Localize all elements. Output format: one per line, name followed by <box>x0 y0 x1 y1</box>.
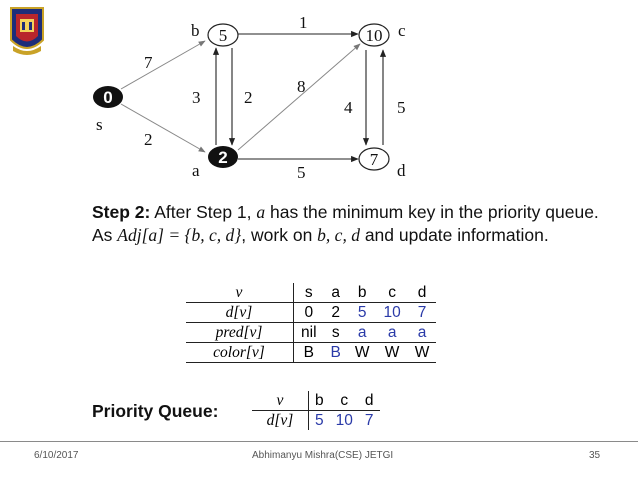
pq-header-row: v b c d <box>252 391 380 411</box>
node-c-label: c <box>398 21 406 40</box>
node-s-key: 0 <box>103 88 112 107</box>
table-column-header: d <box>417 284 427 301</box>
node-d: 7 d <box>358 147 406 180</box>
table-bottom-rule <box>186 362 437 363</box>
pq-row-label: d[v] <box>252 410 309 430</box>
node-d-key: 7 <box>370 150 379 169</box>
table-column-header: b <box>357 284 367 301</box>
edge-weight-b-a: 2 <box>244 88 253 107</box>
table-row-distance: d[v] 0 2 5 10 7 <box>186 302 437 323</box>
node-a-label: a <box>192 161 200 180</box>
step-label: Step 2: <box>92 202 151 222</box>
row-label: d[v] <box>186 302 294 323</box>
table-cell: a <box>407 322 437 343</box>
institute-logo-icon <box>10 7 44 55</box>
edge-a-c <box>237 43 361 151</box>
table-cell: B <box>292 342 324 363</box>
table-cell: 7 <box>407 302 437 323</box>
node-a: 2 a <box>192 146 238 180</box>
table-cell: W <box>347 342 377 363</box>
vertex-info-table: v s a b c d d[v] 0 2 5 10 7 pred[v] nil … <box>186 283 437 363</box>
table-cell: W <box>407 342 437 363</box>
edge-s-a <box>120 103 206 153</box>
table-column-header: c <box>388 284 396 301</box>
node-b: 5 b <box>191 21 239 47</box>
pq-header-label: v <box>276 392 284 409</box>
footer-date: 6/10/2017 <box>34 450 79 461</box>
table-cell: 2 <box>323 302 348 323</box>
edge-s-b <box>120 40 206 90</box>
table-column-header: s <box>292 283 324 303</box>
pq-cell: 7 <box>358 410 380 430</box>
table-cell: a <box>347 322 377 343</box>
pq-column-header: c <box>340 392 349 409</box>
edge-weight-b-c: 1 <box>299 13 308 32</box>
step-vars-bcd: b, c, d <box>317 225 360 245</box>
table-cell: W <box>376 342 408 363</box>
footer-divider <box>0 441 638 442</box>
edge-weight-a-b: 3 <box>192 88 201 107</box>
step-text-3: , work on <box>241 225 318 245</box>
step-text-4: and update information. <box>359 225 549 245</box>
step-text-2: has the minimum key in the priority queu… <box>92 202 599 245</box>
step-text-1: After Step 1, <box>150 202 257 222</box>
table-column-header: a <box>331 284 340 301</box>
pq-cell: 10 <box>329 410 359 430</box>
node-s-label: s <box>96 115 103 134</box>
row-label: color[v] <box>186 342 294 363</box>
priority-queue-label: Priority Queue: <box>92 401 219 421</box>
table-cell: B <box>323 342 348 363</box>
table-cell: 10 <box>376 302 408 323</box>
edge-weight-s-b: 7 <box>144 53 153 72</box>
edge-weight-d-c: 5 <box>397 98 406 117</box>
edge-weight-a-c: 8 <box>297 77 306 96</box>
step-var-a: a <box>256 202 266 222</box>
pq-value-row: d[v] 5 10 7 <box>252 410 380 430</box>
table-row-color: color[v] B B W W W <box>186 342 437 363</box>
node-s: 0 s <box>93 86 123 134</box>
footer-page-number: 35 <box>589 450 601 461</box>
node-b-key: 5 <box>219 26 228 45</box>
node-c: 10 c <box>358 21 406 47</box>
graph-diagram: 7 2 3 2 1 8 5 4 5 0 s 5 b 2 a 10 c 7 d <box>93 13 406 182</box>
step-adj-expression: Adj[a] = {b, c, d} <box>117 225 242 245</box>
table-cell: nil <box>292 322 324 343</box>
table-cell: 5 <box>347 302 377 323</box>
edge-weight-c-d: 4 <box>344 98 353 117</box>
table-cell: a <box>376 322 408 343</box>
node-d-label: d <box>397 161 406 180</box>
node-a-key: 2 <box>218 148 227 167</box>
node-c-key: 10 <box>366 26 383 45</box>
pq-cell: 5 <box>307 410 330 430</box>
table-row-predecessor: pred[v] nil s a a a <box>186 322 437 343</box>
pq-column-header: d <box>364 392 374 409</box>
priority-queue-table: v b c d d[v] 5 10 7 <box>252 391 380 430</box>
step-description: Step 2: After Step 1, a has the minimum … <box>92 201 612 247</box>
footer-author: Abhimanyu Mishra(CSE) JETGI <box>252 450 394 461</box>
table-cell: 0 <box>292 302 324 323</box>
node-b-label: b <box>191 21 200 40</box>
row-label: pred[v] <box>186 322 294 343</box>
pq-column-header: b <box>307 391 330 411</box>
table-cell: s <box>323 322 348 343</box>
edge-weight-s-a: 2 <box>144 130 153 149</box>
table-header-label: v <box>235 284 243 301</box>
table-header-row: v s a b c d <box>186 283 436 303</box>
edge-weight-a-d: 5 <box>297 163 306 182</box>
